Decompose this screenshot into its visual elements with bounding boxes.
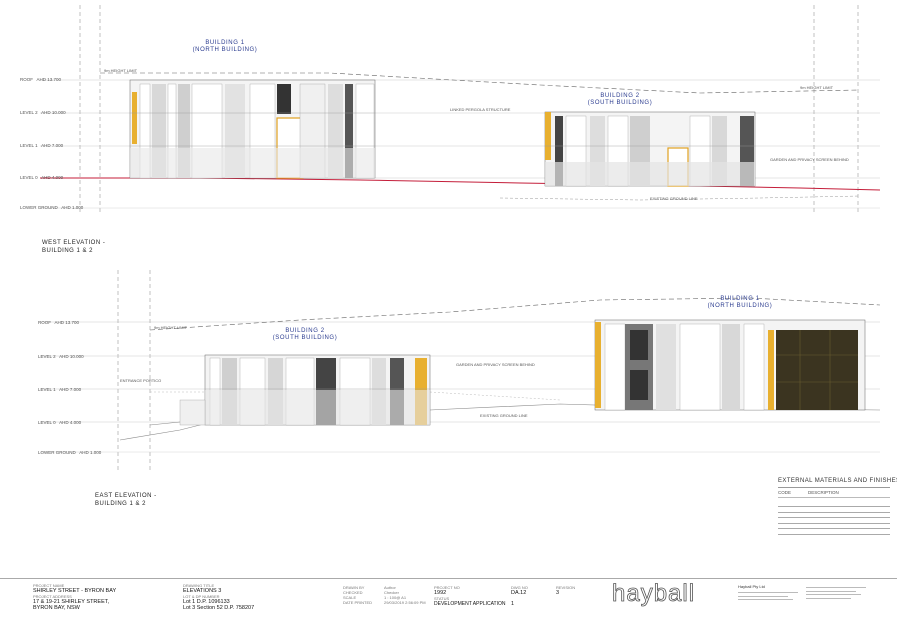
tb-company-2 (806, 584, 866, 601)
tb-revision: REVISION 3 (556, 585, 576, 596)
east-caption-line2: BUILDING 1 & 2 (95, 501, 147, 507)
tb-project-name: SHIRLEY STREET - BYRON BAY (33, 588, 117, 594)
east-level-1: LEVEL 1 AHD 7.000 (38, 387, 82, 392)
east-building-2 (179, 354, 431, 426)
tb-address-1: 17 & 19-21 SHIRLEY STREET, (33, 599, 110, 605)
west-height-limit-right: 9m HEIGHT LIMIT (800, 85, 834, 90)
west-caption-line2: BUILDING 1 & 2 (42, 248, 94, 254)
hayball-logo: hayball (612, 580, 696, 607)
west-ground-line: EXISTING GROUND LINE (650, 196, 698, 201)
east-level-0: LEVEL 0 AHD 4.000 (38, 420, 82, 425)
tb-dwg-sub: 1 (511, 601, 515, 607)
materials-col-desc: DESCRIPTION (808, 490, 839, 495)
west-level-roof: ROOF AHD 13.700 (20, 77, 62, 82)
tb-meta-labels: DRAWN BY CHECKED SCALE DATE PRINTED (343, 585, 373, 605)
tb-address-2: BYRON BAY, NSW (33, 605, 80, 611)
west-building-1 (129, 79, 376, 179)
materials-divider (778, 497, 890, 498)
materials-rows (778, 506, 890, 535)
title-block: PROJECT NAME SHIRLEY STREET - BYRON BAY … (0, 578, 897, 619)
tb-lot-2: Lot 3 Section 52 D.P. 758207 (183, 605, 255, 611)
east-note-portico: ENTRANCE PORTICO (120, 378, 162, 383)
west-note-garden: GARDEN AND PRIVACY SCREEN BEHIND (770, 157, 849, 162)
east-ground-line: EXISTING GROUND LINE (480, 413, 528, 418)
materials-title: EXTERNAL MATERIALS AND FINISHES (778, 478, 897, 484)
tb-project-no-value: 1992 (434, 590, 447, 596)
west-building-1-label: BUILDING 1 (NORTH BUILDING) (192, 40, 258, 53)
tb-drawing: DRAWING TITLE ELEVATIONS 3 LOT & DP NUMB… (183, 583, 255, 611)
tb-meta-values: Author Checker 1 : 100@ A1 29/03/2019 2:… (384, 585, 426, 605)
tb-dwg-no: DWG NO DA.12 1 (511, 585, 528, 607)
tb-company: Hayball Pty Ltd (738, 584, 798, 600)
west-height-limit-left: 9m HEIGHT LIMIT (104, 68, 138, 73)
west-building-2-label: BUILDING 2 (SOUTH BUILDING) (587, 93, 653, 106)
west-level-lower-ground: LOWER GROUND AHD 1.000 (20, 205, 84, 210)
materials-col-code: CODE (778, 490, 792, 495)
east-building-2-label: BUILDING 2 (SOUTH BUILDING) (272, 328, 338, 341)
tb-drawing-title: ELEVATIONS 3 (183, 588, 222, 594)
west-caption-line1: WEST ELEVATION - (42, 240, 106, 246)
west-level-2: LEVEL 2 AHD 10.000 (20, 110, 66, 115)
east-building-1 (594, 319, 866, 411)
east-level-2: LEVEL 2 AHD 10.000 (38, 354, 84, 359)
east-note-garden: GARDEN AND PRIVACY SCREEN BEHIND (456, 362, 535, 367)
tb-project: PROJECT NAME SHIRLEY STREET - BYRON BAY … (33, 583, 117, 611)
east-level-lower-ground: LOWER GROUND AHD 1.000 (38, 450, 102, 455)
tb-status: DEVELOPMENT APPLICATION (434, 601, 506, 607)
tb-dwg-no-value: DA.12 (511, 590, 527, 596)
east-level-roof: ROOF AHD 13.700 (38, 320, 80, 325)
east-height-limit: 9m HEIGHT LIMIT (154, 325, 188, 330)
materials-header-row: CODE DESCRIPTION (778, 487, 890, 495)
tb-project-no: PROJECT NO 1992 STATUS DEVELOPMENT APPLI… (434, 585, 506, 607)
west-level-1: LEVEL 1 AHD 7.000 (20, 143, 64, 148)
tb-lot-1: Lot 1 D.P. 1096133 (183, 599, 230, 605)
west-note-pergola: LINKED PERGOLA STRUCTURE (450, 107, 511, 112)
materials-table: EXTERNAL MATERIALS AND FINISHES CODE DES… (778, 478, 897, 573)
west-building-2 (544, 111, 756, 187)
east-caption-line1: EAST ELEVATION - (95, 493, 157, 499)
tb-revision-value: 3 (556, 590, 560, 596)
west-level-0: LEVEL 0 AHD 4.000 (20, 175, 64, 180)
east-building-1-label: BUILDING 1 (NORTH BUILDING) (707, 296, 773, 309)
